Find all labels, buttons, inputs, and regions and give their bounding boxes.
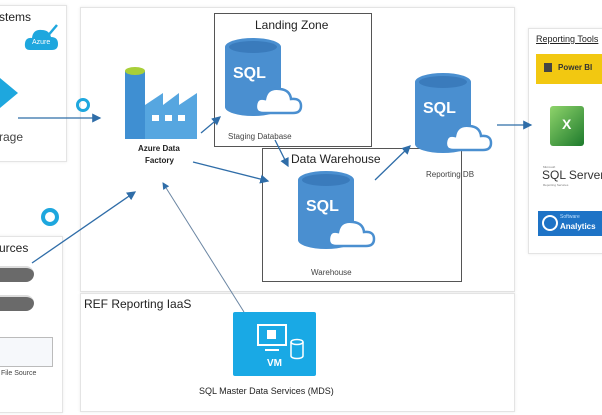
software-analytics-tile: Software Analytics <box>538 211 602 236</box>
vm-icon: VM <box>233 312 316 376</box>
sql-server-logo: SQL Server <box>542 168 602 182</box>
analytics-icon <box>542 215 558 231</box>
data-warehouse-box: Data Warehouse Warehouse <box>262 148 462 282</box>
storage-label: rage <box>0 130 24 144</box>
sql-server-logo-small: Microsoft <box>543 165 556 169</box>
schedule-trigger-icon <box>41 208 59 226</box>
excel-icon: X <box>550 106 584 146</box>
storage-diamond-icon <box>0 68 18 118</box>
landing-zone-title: Landing Zone <box>255 18 329 32</box>
data-sources-panel: urces File Source <box>0 236 63 413</box>
landing-zone-box: Landing Zone Staging Database <box>214 13 372 147</box>
azure-data-factory-icon <box>123 65 199 139</box>
reporting-sql-database-icon: SQL <box>415 72 497 162</box>
power-bi-tile: Power BI <box>536 54 602 84</box>
adf-label-line2: Factory <box>145 156 174 165</box>
source-systems-panel: stems Azure rage <box>0 5 67 162</box>
staging-database-label: Staging Database <box>228 132 292 141</box>
staging-sql-database-icon: SQL <box>225 37 305 123</box>
file-source-icon <box>0 337 53 367</box>
mds-label: SQL Master Data Services (MDS) <box>199 386 334 396</box>
warehouse-sql-database-icon: SQL <box>298 170 378 256</box>
file-source-label: File Source <box>1 370 37 377</box>
database-disk-icon <box>0 295 34 311</box>
database-disk-icon <box>0 266 34 282</box>
sql-server-sub: Reporting Services <box>543 183 569 187</box>
warehouse-label: Warehouse <box>311 268 352 277</box>
iaas-title: REF Reporting IaaS <box>84 297 192 311</box>
reporting-db-label: Reporting DB <box>426 170 475 179</box>
adf-label-line1: Azure Data <box>138 144 180 153</box>
schedule-trigger-icon <box>76 98 90 112</box>
azure-cloud-icon: Azure <box>24 24 60 50</box>
azure-paas-panel <box>80 7 515 292</box>
reporting-tools-title: Reporting Tools <box>536 34 599 44</box>
data-warehouse-title: Data Warehouse <box>291 152 381 166</box>
reporting-tools-panel: Reporting Tools Power BI X Microsoft SQL… <box>528 28 602 254</box>
data-sources-title: urces <box>0 241 29 255</box>
power-bi-icon <box>544 63 552 72</box>
source-systems-title: stems <box>0 10 32 24</box>
